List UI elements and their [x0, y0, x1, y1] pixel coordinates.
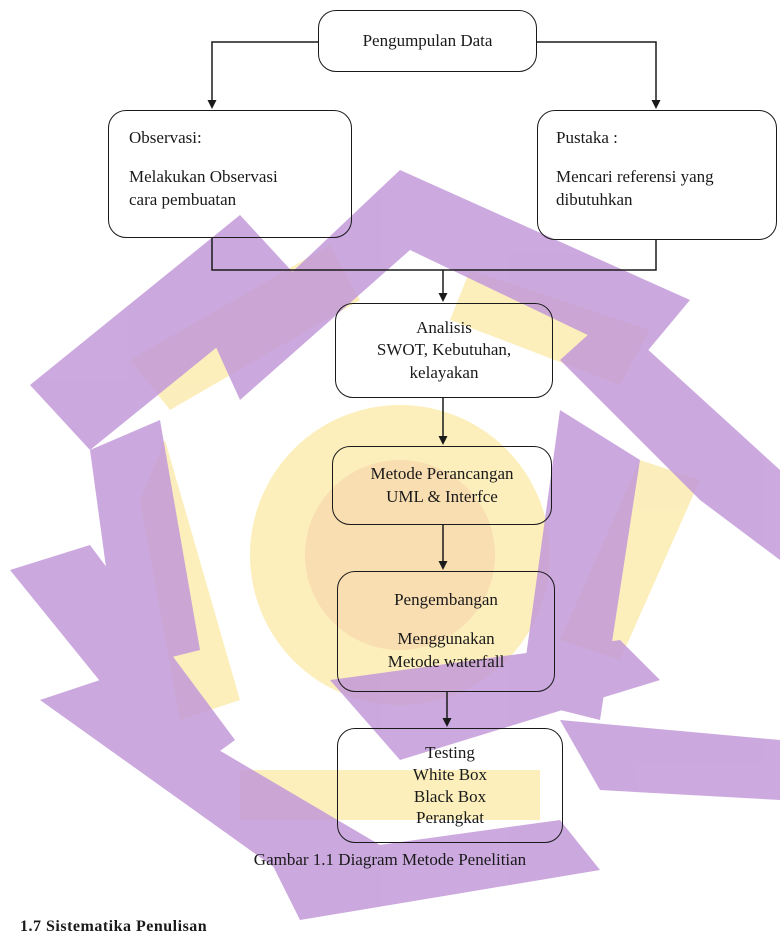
- section-heading: 1.7 Sistematika Penulisan: [20, 918, 208, 935]
- analisis-line-2: SWOT, Kebutuhan,: [376, 340, 512, 360]
- box-pengembangan: Pengembangan Menggunakan Metode waterfal…: [337, 571, 555, 692]
- pustaka-line-1: Mencari referensi yang: [556, 166, 714, 186]
- box-testing: Testing White Box Black Box Perangkat: [337, 728, 563, 843]
- testing-line-4: Perangkat: [416, 808, 484, 828]
- pengembangan-line-2: Metode waterfall: [387, 651, 505, 671]
- pustaka-heading: Pustaka :: [556, 128, 618, 147]
- pustaka-line-2: dibutuhkan: [556, 189, 633, 209]
- testing-line-2: White Box: [412, 764, 488, 784]
- box-observasi: Observasi: Melakukan Observasi cara pemb…: [108, 110, 352, 238]
- box-analisis: Analisis SWOT, Kebutuhan, kelayakan: [335, 303, 553, 398]
- box-metode-perancangan: Metode Perancangan UML & Interfce: [332, 446, 552, 525]
- testing-line-1: Testing: [425, 743, 475, 762]
- observasi-line-2: cara pembuatan: [129, 189, 237, 209]
- observasi-heading: Observasi:: [129, 128, 202, 147]
- pengumpulan-data-label: Pengumpulan Data: [362, 30, 493, 50]
- metode-line-2: UML & Interfce: [386, 486, 498, 506]
- line-merge-sources: [211, 238, 657, 271]
- arrow-data-to-pustaka: [537, 41, 661, 109]
- pengembangan-heading: Pengembangan: [394, 590, 498, 610]
- metode-line-1: Metode Perancangan: [370, 463, 514, 483]
- observasi-line-1: Melakukan Observasi: [129, 166, 278, 186]
- arrow-data-to-observasi: [207, 41, 318, 109]
- box-pustaka: Pustaka : Mencari referensi yang dibutuh…: [537, 110, 777, 240]
- pengembangan-line-1: Menggunakan: [397, 629, 495, 649]
- analisis-line-3: kelayakan: [409, 362, 479, 382]
- testing-line-3: Black Box: [413, 786, 487, 806]
- box-pengumpulan-data: Pengumpulan Data: [318, 10, 537, 72]
- analisis-line-1: Analisis: [416, 318, 472, 338]
- figure-caption: Gambar 1.1 Diagram Metode Penelitian: [253, 850, 527, 869]
